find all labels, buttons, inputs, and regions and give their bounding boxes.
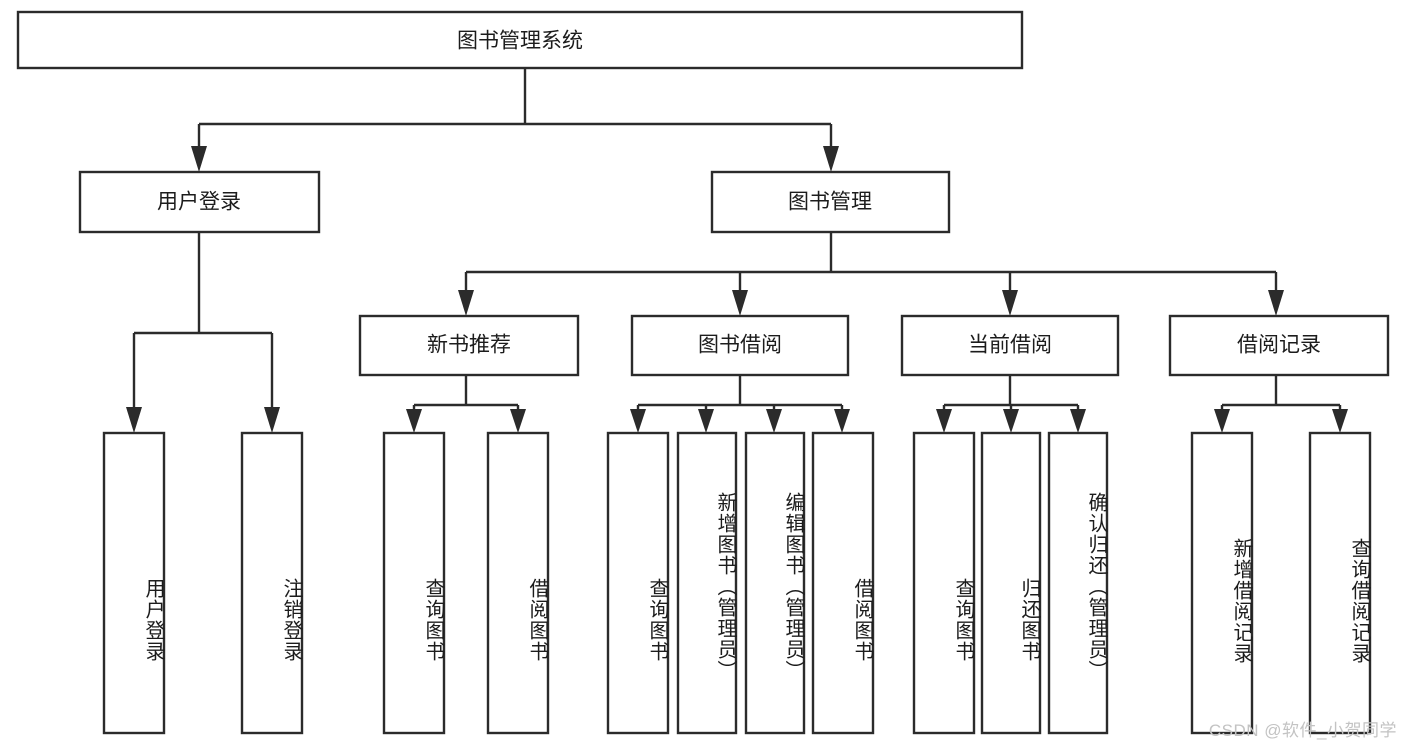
connector-group-borrow-record-to-leaves bbox=[1214, 375, 1348, 433]
leaf-box-nb-borrow-book[interactable] bbox=[486, 431, 550, 735]
arrow-head-current-borrow bbox=[1002, 290, 1018, 316]
node-book-manage[interactable]: 图书管理 bbox=[710, 170, 951, 234]
leaf-boxes-user-login bbox=[102, 431, 304, 735]
node-borrow-record-box[interactable] bbox=[1168, 314, 1390, 377]
connector-group-user-login-to-leaves bbox=[126, 232, 280, 433]
leaf-boxes-borrow-record bbox=[1190, 431, 1372, 735]
node-current-borrow-box[interactable] bbox=[900, 314, 1120, 377]
connector-group-book-manage-to-level2 bbox=[458, 232, 1284, 316]
node-user-login-label: 用户登录 bbox=[157, 191, 241, 214]
node-current-borrow-label: 当前借阅 bbox=[968, 334, 1052, 357]
node-borrow-record[interactable]: 借阅记录 bbox=[1168, 314, 1390, 377]
node-borrow-record-label: 借阅记录 bbox=[1237, 334, 1321, 357]
arrow-head-nb-leaf2 bbox=[510, 409, 526, 433]
connector-group-book-borrow-to-leaves bbox=[630, 375, 850, 433]
node-new-book-recommend-box[interactable] bbox=[358, 314, 580, 377]
leaf-box-br-add-record[interactable] bbox=[1190, 431, 1254, 735]
node-current-borrow[interactable]: 当前借阅 bbox=[900, 314, 1120, 377]
arrow-head-book-borrow bbox=[732, 290, 748, 316]
arrow-head-leaf-logout bbox=[264, 407, 280, 433]
arrow-head-bb-leaf3 bbox=[766, 409, 782, 433]
connector-group-root-to-level1 bbox=[191, 68, 839, 172]
leaf-box-cb-return-book[interactable] bbox=[980, 431, 1042, 735]
leaf-box-bb-edit-book[interactable] bbox=[744, 431, 806, 735]
arrow-head-borrow-record bbox=[1268, 290, 1284, 316]
arrow-head-br-leaf2 bbox=[1332, 409, 1348, 433]
arrow-head-bb-leaf2 bbox=[698, 409, 714, 433]
arrow-head-cb-leaf1 bbox=[936, 409, 952, 433]
arrow-head-book-manage bbox=[823, 146, 839, 172]
leaf-box-nb-query-book[interactable] bbox=[382, 431, 446, 735]
leaf-boxes-new-book-recommend bbox=[382, 431, 550, 735]
leaf-boxes-current-borrow bbox=[912, 431, 1109, 735]
leaf-box-user-login[interactable] bbox=[102, 431, 166, 735]
node-user-login[interactable]: 用户登录 bbox=[78, 170, 321, 234]
node-new-book-recommend-label: 新书推荐 bbox=[427, 334, 511, 357]
csdn-watermark: CSDN @软件_小贺同学 bbox=[1208, 721, 1397, 740]
connector-group-new-book-to-leaves bbox=[406, 375, 526, 433]
leaf-box-bb-add-book[interactable] bbox=[676, 431, 738, 735]
leaf-box-logout[interactable] bbox=[240, 431, 304, 735]
connector-group-current-borrow-to-leaves bbox=[936, 375, 1086, 433]
node-root[interactable]: 图书管理系统 bbox=[16, 10, 1024, 70]
node-book-borrow-label: 图书借阅 bbox=[698, 334, 782, 357]
leaf-box-cb-query-book[interactable] bbox=[912, 431, 976, 735]
arrow-head-cb-leaf2 bbox=[1003, 409, 1019, 433]
arrow-head-user-login bbox=[191, 146, 207, 172]
leaf-box-bb-borrow-book[interactable] bbox=[811, 431, 875, 735]
node-new-book-recommend[interactable]: 新书推荐 bbox=[358, 314, 580, 377]
arrow-head-new-book-recommend bbox=[458, 290, 474, 316]
node-book-borrow[interactable]: 图书借阅 bbox=[630, 314, 850, 377]
node-root-label: 图书管理系统 bbox=[457, 30, 583, 53]
node-book-borrow-box[interactable] bbox=[630, 314, 850, 377]
arrow-head-bb-leaf1 bbox=[630, 409, 646, 433]
arrow-head-leaf-user-login bbox=[126, 407, 142, 433]
node-root-box[interactable] bbox=[16, 10, 1024, 70]
node-book-manage-box[interactable] bbox=[710, 170, 951, 234]
arrow-head-bb-leaf4 bbox=[834, 409, 850, 433]
arrow-head-cb-leaf3 bbox=[1070, 409, 1086, 433]
arrow-head-br-leaf1 bbox=[1214, 409, 1230, 433]
arrow-head-nb-leaf1 bbox=[406, 409, 422, 433]
leaf-box-br-query-record[interactable] bbox=[1308, 431, 1372, 735]
node-user-login-box[interactable] bbox=[78, 170, 321, 234]
leaf-box-cb-confirm-return[interactable] bbox=[1047, 431, 1109, 735]
node-book-manage-label: 图书管理 bbox=[788, 191, 872, 214]
leaf-boxes-book-borrow bbox=[606, 431, 875, 735]
leaf-box-bb-query-book[interactable] bbox=[606, 431, 670, 735]
